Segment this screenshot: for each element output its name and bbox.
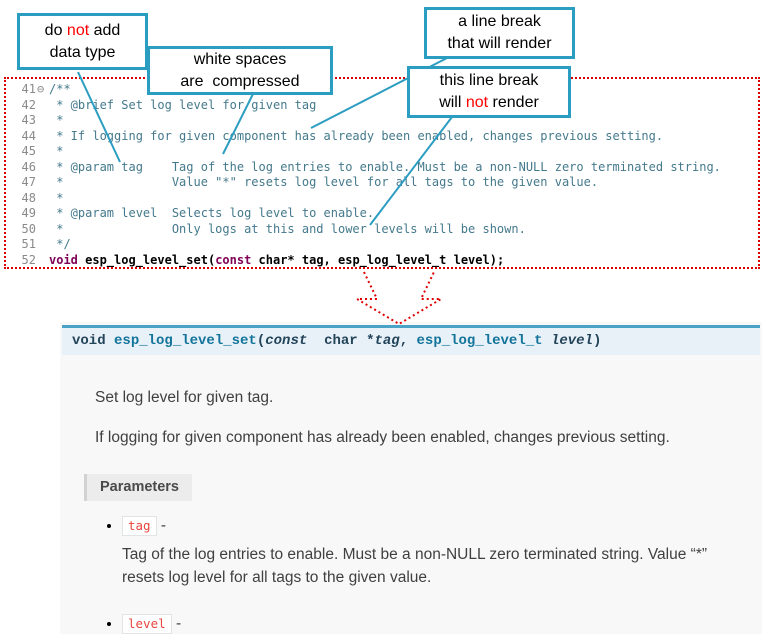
fold-gutter <box>36 191 49 207</box>
param-item-tag: tag - Tag of the log entries to enable. … <box>122 515 742 590</box>
code-text: */ <box>49 237 71 251</box>
line-number: 50 <box>21 221 36 236</box>
param-dash: - <box>171 615 182 633</box>
line-number: 52 <box>21 252 36 267</box>
callout-line-break-renders: a line break that will render <box>424 7 575 59</box>
callout-text: will not render <box>439 94 539 111</box>
fold-gutter <box>36 237 49 253</box>
line-number: 47 <box>21 175 36 189</box>
line-number: 46 <box>21 159 36 174</box>
code-line: 49 * @param level Selects log level to e… <box>10 206 754 222</box>
fold-gutter <box>36 206 49 222</box>
code-text: * <box>49 113 64 127</box>
callout-do-not-add-data-type: do not add data type <box>17 13 148 70</box>
fold-gutter <box>36 113 49 129</box>
param-dash: - <box>156 516 167 534</box>
fold-icon: ⊖ <box>37 82 45 96</box>
code-line: 42 * @brief Set log level for given tag <box>10 98 754 114</box>
callout-text: are compressed <box>180 72 300 90</box>
fold-gutter <box>36 144 49 160</box>
param-description: Tag of the log entries to enable. Must b… <box>122 545 708 587</box>
fold-gutter <box>36 160 49 176</box>
code-line: 46 * @param tag Tag of the log entries t… <box>10 160 754 176</box>
funnel-arrow <box>353 271 445 326</box>
line-number: 43 <box>21 113 36 127</box>
code-text: * <box>49 144 64 158</box>
rendered-docs-panel: void esp_log_level_set(const char *tag, … <box>60 322 762 634</box>
code-line: 45 * <box>10 144 754 160</box>
line-number: 41 <box>21 82 36 96</box>
param-name-chip: level <box>122 614 172 634</box>
code-text: * If logging for given component has alr… <box>49 128 664 143</box>
callout-text: do not add <box>44 21 121 39</box>
fold-gutter <box>36 222 49 238</box>
code-text: * Only logs at this and lower levels wil… <box>49 221 526 236</box>
code-line: 51 */ <box>10 237 754 253</box>
callout-text: that will render <box>447 35 552 52</box>
parameters-label: Parameters <box>84 473 192 501</box>
code-text: * @brief Set log level for given tag <box>49 97 317 112</box>
fold-gutter <box>36 98 49 114</box>
code-editor: 41⊖ /** 42 * @brief Set log level for giv… <box>4 77 760 269</box>
callout-line-break-not-render: this line break will not render <box>407 66 571 118</box>
line-number: 48 <box>21 190 36 205</box>
code-text: void esp_log_level_set(const char* tag, … <box>49 252 505 267</box>
code-line: 50 * Only logs at this and lower levels … <box>10 222 754 238</box>
code-line: 43 * <box>10 113 754 129</box>
callout-text: white spaces <box>193 50 287 68</box>
param-item-level: level - Selects log level to enable. Onl… <box>122 614 742 634</box>
fold-gutter <box>36 253 49 269</box>
code-line: 47 * Value "*" resets log level for all … <box>10 175 754 191</box>
code-line-declaration: 52 void esp_log_level_set(const char* tag… <box>10 253 754 269</box>
code-text: * @param tag Tag of the log entries to e… <box>49 159 721 174</box>
detail-paragraph: If logging for given component has alrea… <box>95 429 670 447</box>
code-line: 48 * <box>10 191 754 207</box>
fold-gutter <box>36 129 49 145</box>
function-signature: void esp_log_level_set(const char *tag, … <box>62 325 760 355</box>
callout-text: a line break <box>458 13 541 31</box>
brief-paragraph: Set log level for given tag. <box>95 389 274 406</box>
code-text: * Value "*" resets log level for all tag… <box>49 175 599 189</box>
line-number: 51 <box>21 237 36 251</box>
line-number: 44 <box>21 128 36 143</box>
code-text: * @param level Selects log level to enab… <box>49 206 375 220</box>
code-text: /** <box>49 82 71 96</box>
param-list: tag - Tag of the log entries to enable. … <box>95 515 742 634</box>
line-number: 49 <box>21 206 36 220</box>
callout-white-spaces-compressed: white spaces are compressed <box>147 46 333 95</box>
docs-body: Set log level for given tag. If logging … <box>60 355 762 634</box>
callout-text: this line break <box>439 72 539 90</box>
line-number: 42 <box>21 97 36 112</box>
fold-gutter <box>36 175 49 191</box>
line-number: 45 <box>21 144 36 158</box>
param-name-chip: tag <box>122 515 157 536</box>
callout-text: data type <box>49 43 116 61</box>
code-line: 41⊖ /** <box>10 82 754 98</box>
code-text: * <box>49 190 64 205</box>
code-line: 44 * If logging for given component has … <box>10 129 754 145</box>
